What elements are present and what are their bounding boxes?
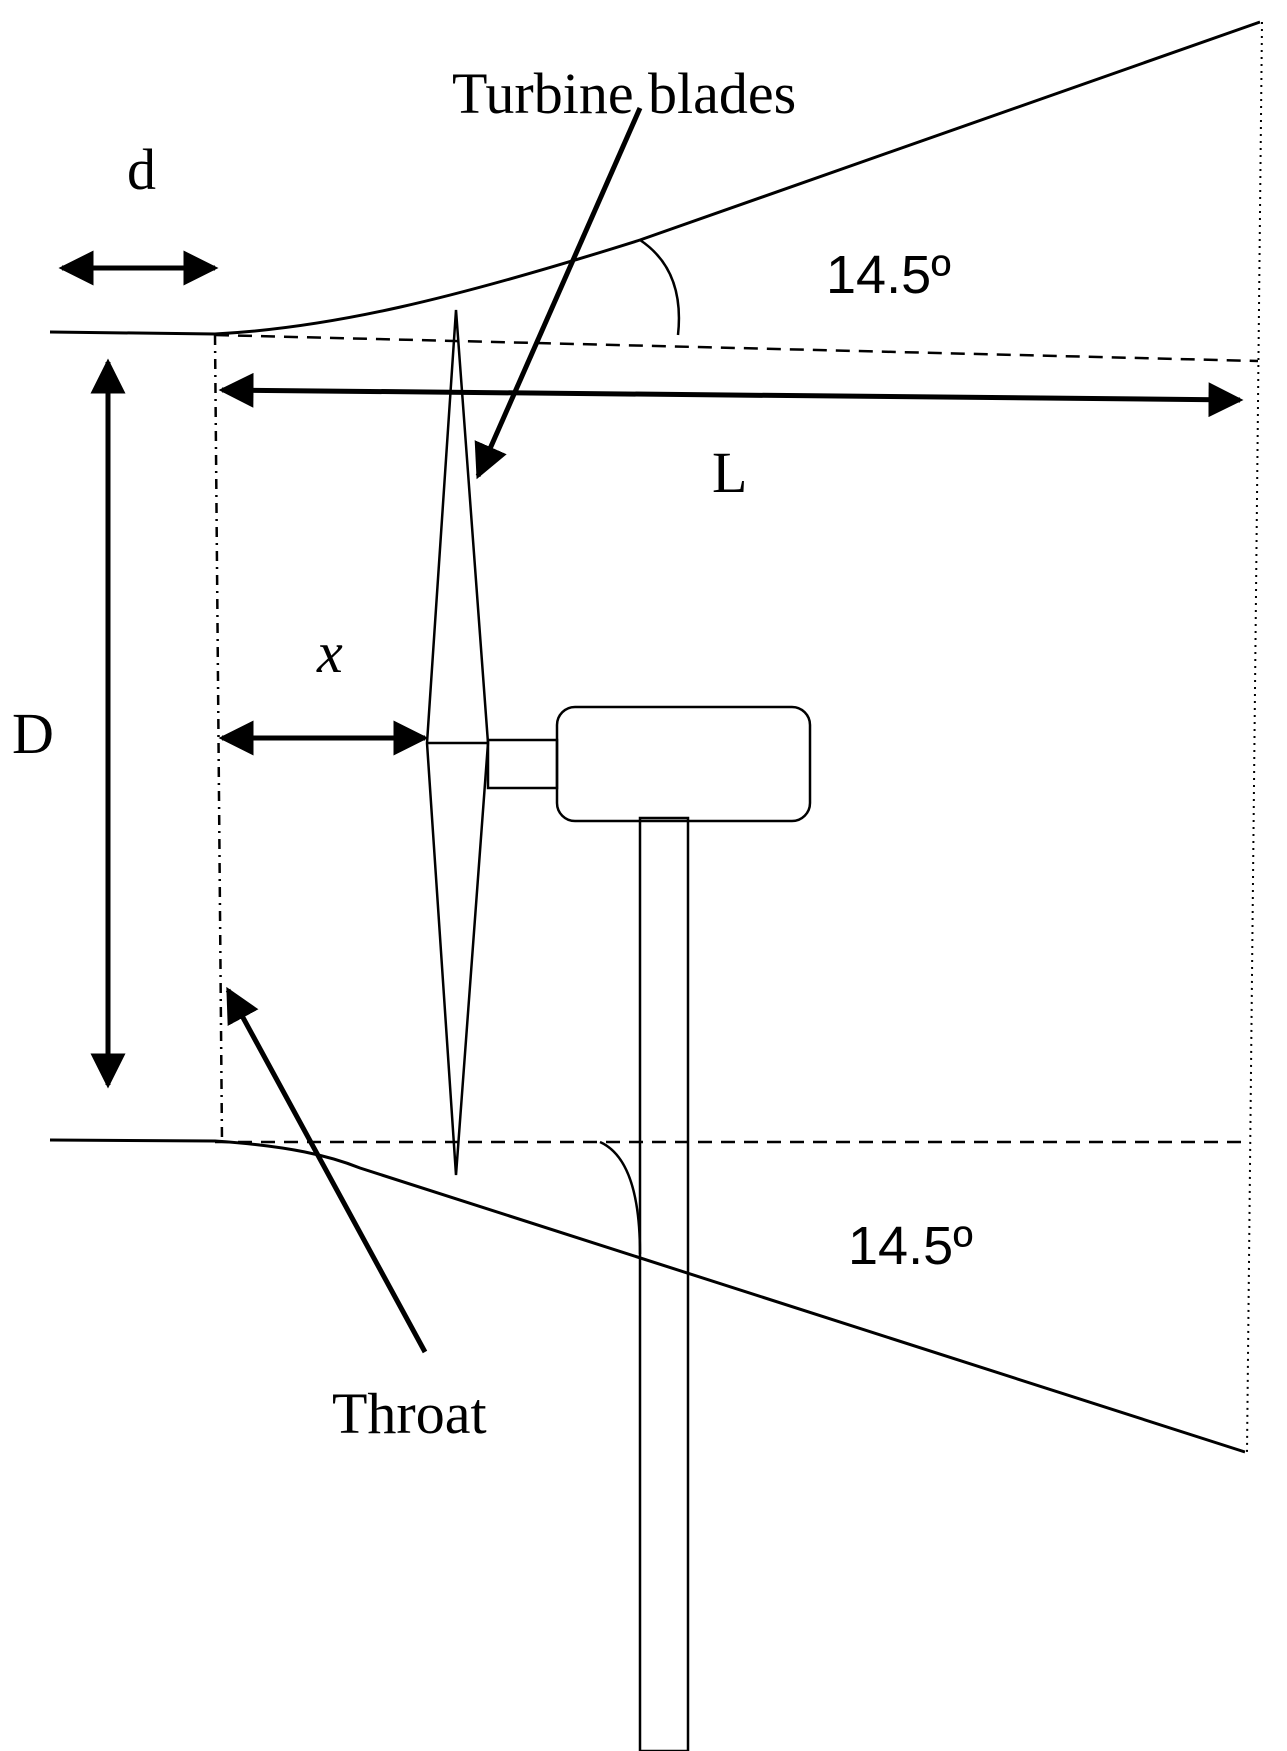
throat-label: Throat [332,1381,487,1446]
turbine-tower [638,816,690,1751]
x-label: x [316,620,343,685]
upper-angle-arc [639,238,681,336]
upper-diffuser-wall [49,20,1261,336]
L-label: L [712,440,747,505]
throat-leader-arrow [225,986,428,1354]
turbine-blades-label: Turbine blades [452,61,796,126]
turbine-blades-leader-arrow [474,106,643,480]
D-label: D [12,701,54,766]
throat-line [213,334,224,1143]
lower-angle-arc [599,1140,642,1255]
d-label: d [127,137,156,202]
L-dimension-arrow [218,372,1244,418]
turbine-shaft [486,738,559,790]
upper-reference-line [214,333,1259,363]
turbine-nacelle [555,705,812,823]
angle-top-label: 14.5º [826,245,951,305]
lower-diffuser-wall [49,1138,1246,1454]
angle-bottom-label: 14.5º [848,1216,973,1276]
turbine-blades [425,309,490,1176]
outlet-edge-line [1246,21,1263,1453]
